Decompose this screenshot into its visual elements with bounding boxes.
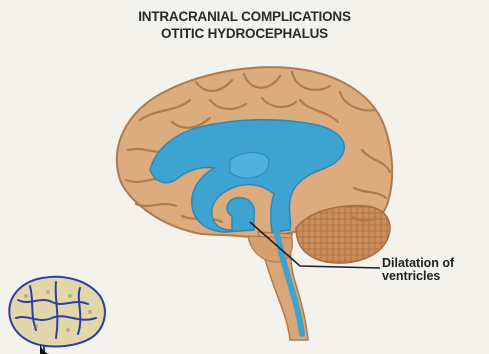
- brain-vessels-icon: [9, 277, 105, 354]
- brain-sagittal-icon: [117, 67, 392, 340]
- callout-label: Dilatation of ventricles: [382, 257, 454, 283]
- callout-line-2: ventricles: [382, 270, 454, 283]
